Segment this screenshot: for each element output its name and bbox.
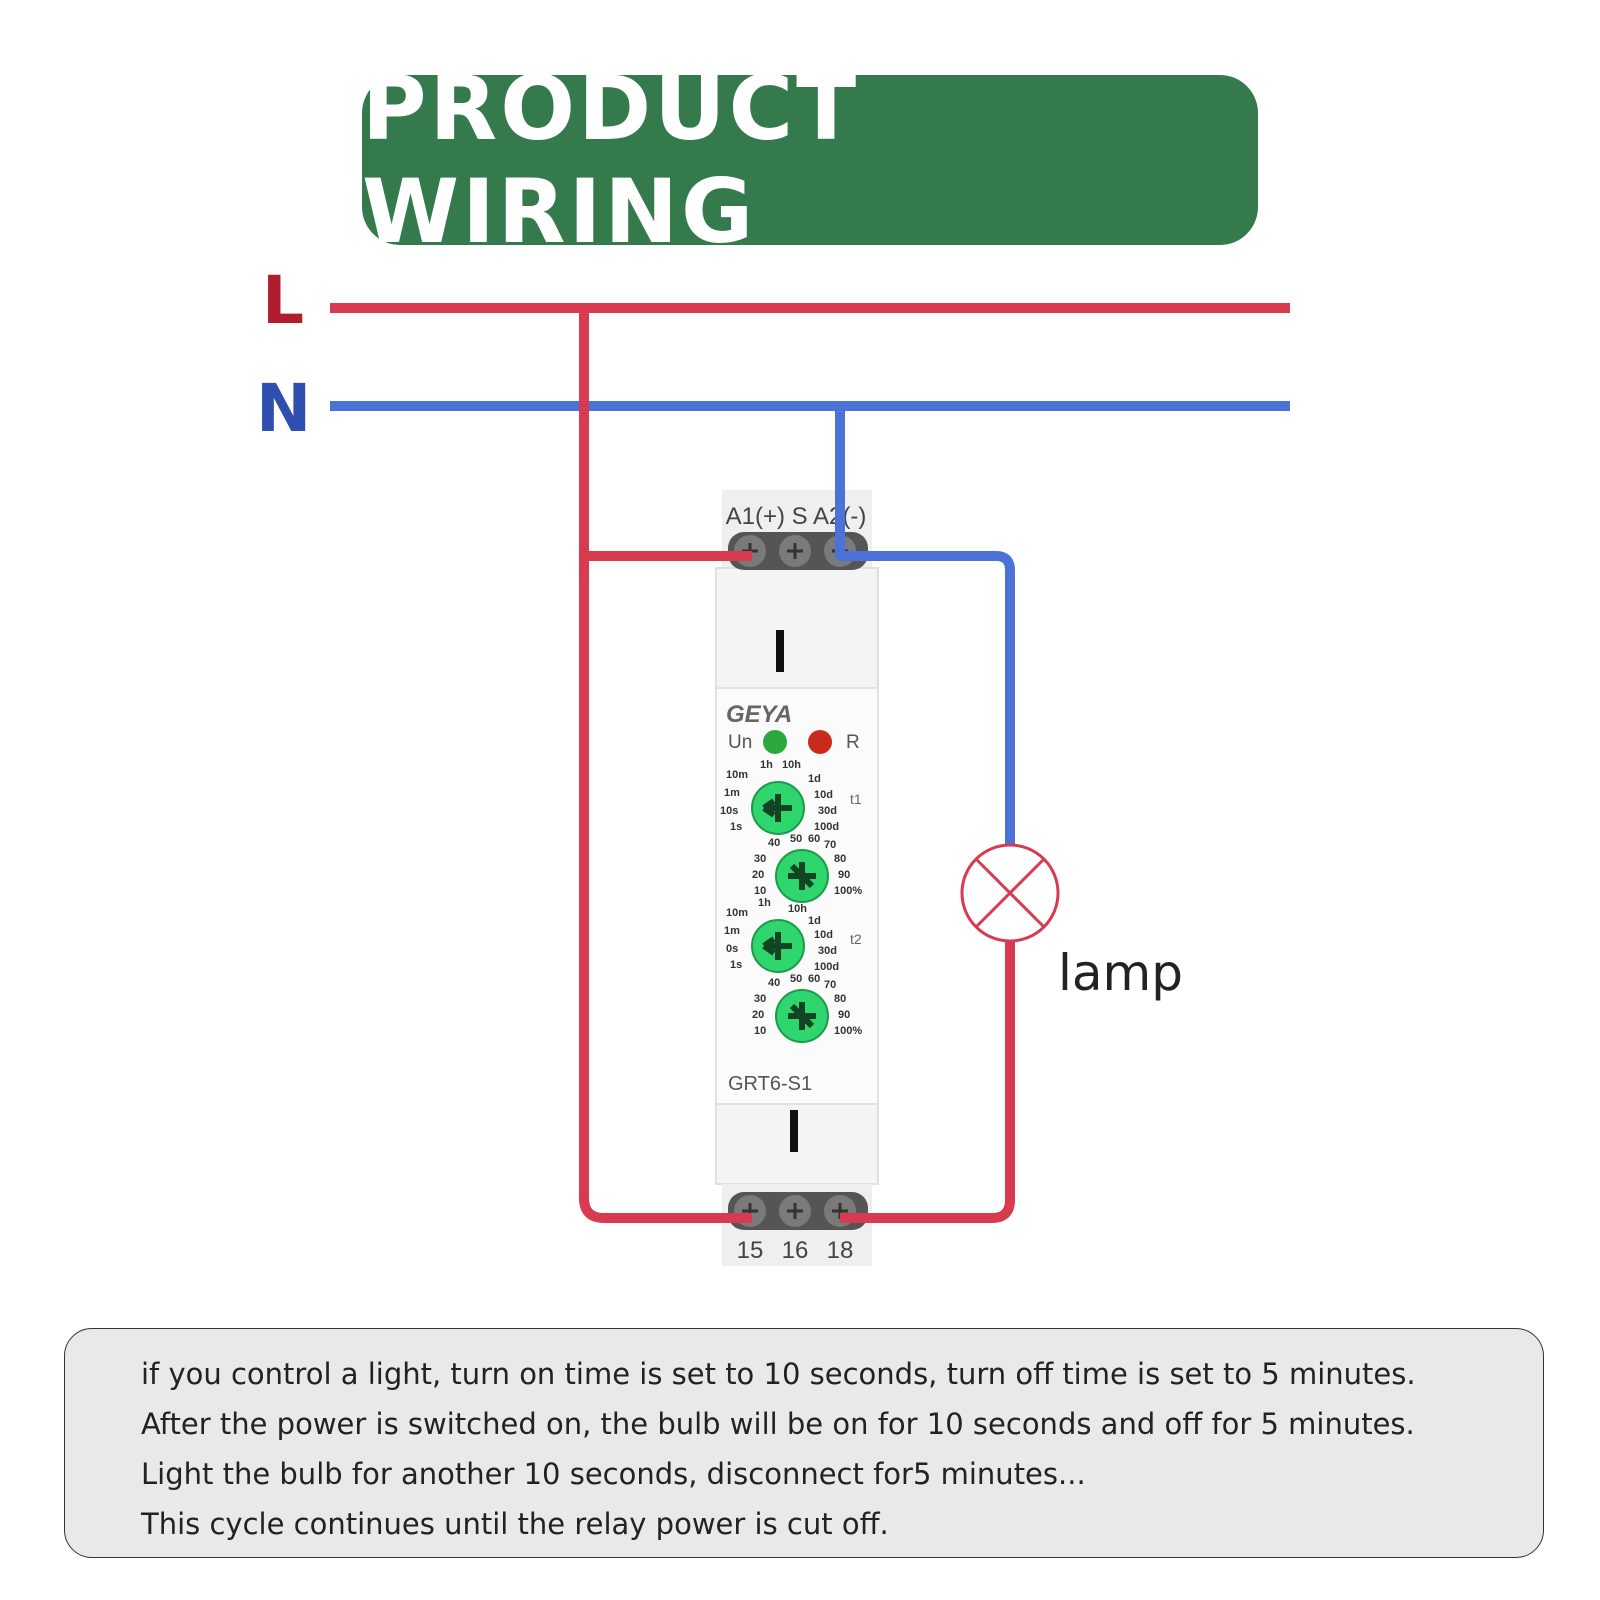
p1-scale-60: 60 bbox=[808, 833, 820, 845]
p1-scale-30: 30 bbox=[754, 853, 766, 865]
t1-scale-10s: 10s bbox=[720, 805, 738, 817]
t2-scale-30d: 30d bbox=[818, 945, 837, 957]
terminal-18-label: 18 bbox=[827, 1237, 854, 1264]
knob-t2-percent bbox=[775, 989, 829, 1043]
terminal-16-label: 16 bbox=[782, 1237, 809, 1264]
t1-scale-1h: 1h bbox=[760, 759, 773, 771]
p1-scale-20: 20 bbox=[752, 869, 764, 881]
model-label: GRT6-S1 bbox=[728, 1073, 812, 1095]
instruction-line: After the power is switched on, the bulb… bbox=[141, 1407, 1415, 1441]
page-title: PRODUCT WIRING bbox=[362, 57, 860, 263]
brand-logo: GEYA bbox=[726, 701, 792, 728]
upper-slot bbox=[776, 630, 784, 672]
t2-scale-10d: 10d bbox=[814, 929, 833, 941]
knob-t2-time bbox=[751, 919, 805, 973]
instruction-line: if you control a light, turn on time is … bbox=[141, 1357, 1416, 1391]
t2-scale-1d: 1d bbox=[808, 915, 821, 927]
knob-t1-percent bbox=[775, 849, 829, 903]
lamp-icon bbox=[960, 843, 1060, 943]
t1-scale-1m: 1m bbox=[724, 787, 740, 799]
t1-scale-1d: 1d bbox=[808, 773, 821, 785]
p1-scale-70: 70 bbox=[824, 839, 836, 851]
instructions-box: if you control a light, turn on time is … bbox=[64, 1328, 1544, 1558]
live-wire-to-15 bbox=[579, 308, 752, 1223]
live-line-label: L bbox=[262, 262, 305, 339]
relay-led-icon bbox=[808, 730, 832, 754]
p2-scale-70: 70 bbox=[824, 979, 836, 991]
power-led-icon bbox=[763, 730, 787, 754]
t2-scale-1m: 1m bbox=[724, 925, 740, 937]
t2-scale-10m: 10m bbox=[726, 907, 748, 919]
p1-scale-80: 80 bbox=[834, 853, 846, 865]
knob-t2-label: t2 bbox=[850, 931, 862, 947]
t1-scale-10d: 10d bbox=[814, 789, 833, 801]
p2-scale-20: 20 bbox=[752, 1009, 764, 1021]
lamp-wire-to-18 bbox=[840, 940, 1015, 1223]
neutral-wire-to-a2-and-lamp bbox=[835, 406, 1015, 846]
t1-scale-30d: 30d bbox=[818, 805, 837, 817]
p2-scale-10: 10 bbox=[754, 1025, 766, 1037]
t2-scale-10h: 10h bbox=[788, 903, 807, 915]
power-indicator-label: Un bbox=[728, 732, 752, 753]
instruction-line: This cycle continues until the relay pow… bbox=[141, 1507, 889, 1541]
p1-scale-50: 50 bbox=[790, 833, 802, 845]
bottom-terminal-screws bbox=[728, 1192, 868, 1230]
p2-scale-90: 90 bbox=[838, 1009, 850, 1021]
p1-scale-40: 40 bbox=[768, 837, 780, 849]
t1-scale-10m: 10m bbox=[726, 769, 748, 781]
p2-scale-30: 30 bbox=[754, 993, 766, 1005]
t2-scale-0s: 0s bbox=[726, 943, 738, 955]
t1-scale-100d: 100d bbox=[814, 821, 839, 833]
top-terminal-label: A1(+) S A2(-) bbox=[726, 503, 867, 530]
t1-scale-10h: 10h bbox=[782, 759, 801, 771]
title-banner: PRODUCT WIRING bbox=[362, 57, 1258, 263]
knob-t1-time bbox=[751, 781, 805, 835]
device-upper-shoulder bbox=[715, 567, 879, 689]
t1-scale-1s: 1s bbox=[730, 821, 742, 833]
p1-scale-90: 90 bbox=[838, 869, 850, 881]
lower-slot bbox=[790, 1110, 798, 1152]
p1-scale-100: 100% bbox=[834, 885, 862, 897]
t2-scale-1s: 1s bbox=[730, 959, 742, 971]
lamp-label: lamp bbox=[1058, 944, 1183, 1002]
relay-device: A1(+) S A2(-) 15 16 18 GEYA Un R 10m 1m … bbox=[715, 490, 879, 1266]
neutral-line-label: N bbox=[256, 370, 312, 447]
terminal-15-label: 15 bbox=[737, 1237, 764, 1264]
p1-scale-10: 10 bbox=[754, 885, 766, 897]
knob-t1-label: t1 bbox=[850, 791, 862, 807]
t2-scale-100d: 100d bbox=[814, 961, 839, 973]
p2-scale-60: 60 bbox=[808, 973, 820, 985]
p2-scale-100: 100% bbox=[834, 1025, 862, 1037]
p2-scale-50: 50 bbox=[790, 973, 802, 985]
instruction-line: Light the bulb for another 10 seconds, d… bbox=[141, 1457, 1086, 1491]
p2-scale-80: 80 bbox=[834, 993, 846, 1005]
p2-scale-40: 40 bbox=[768, 977, 780, 989]
t2-scale-1h: 1h bbox=[758, 897, 771, 909]
relay-indicator-label: R bbox=[846, 732, 860, 753]
